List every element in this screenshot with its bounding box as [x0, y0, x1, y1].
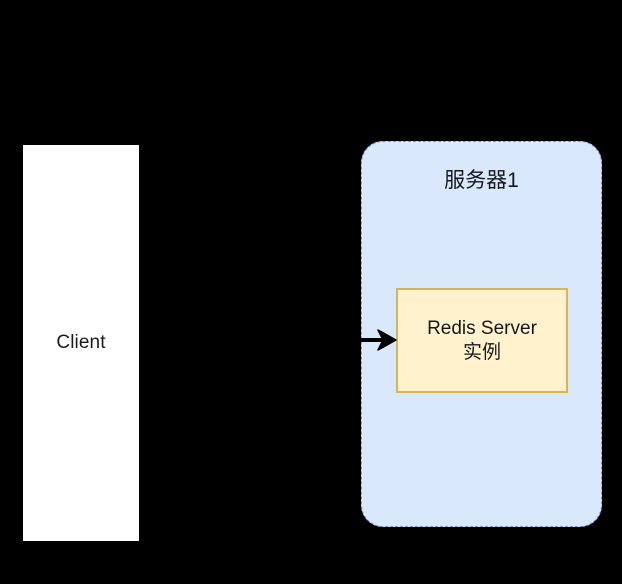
- client-node-label: Client: [56, 331, 106, 353]
- client-node[interactable]: Client: [23, 145, 139, 541]
- server-container-label: 服务器1: [444, 169, 519, 192]
- redis-instance-label-en: Redis Server: [427, 317, 537, 339]
- redis-instance-label-cn: 实例: [462, 341, 501, 363]
- redis-instance-node[interactable]: Redis Server 实例: [396, 288, 568, 393]
